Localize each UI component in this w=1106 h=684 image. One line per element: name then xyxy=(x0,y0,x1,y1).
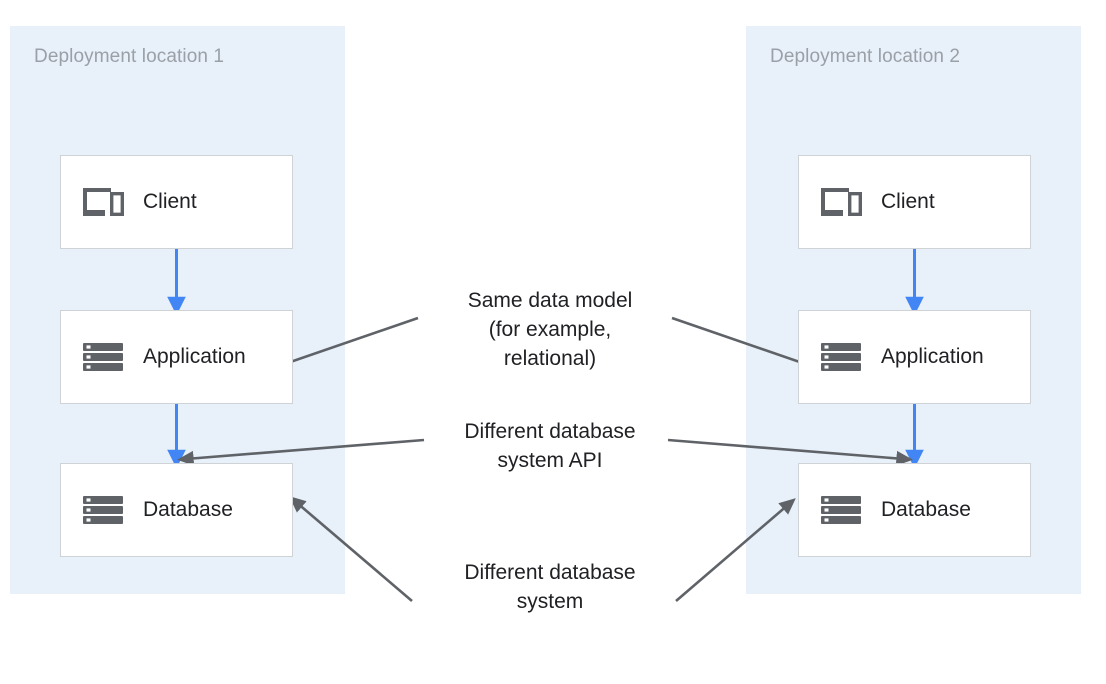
node-application-1[interactable]: Application xyxy=(60,310,293,404)
node-client-1-label: Client xyxy=(143,190,197,213)
annotation-line: system xyxy=(516,590,584,613)
annotation-line: system API xyxy=(497,449,603,472)
zone-2-title: Deployment location 2 xyxy=(770,46,961,67)
node-client-2[interactable]: Client xyxy=(798,155,1031,249)
devices-icon xyxy=(83,188,124,216)
annotation-line: (for example, xyxy=(488,318,612,341)
server-stack-icon xyxy=(821,496,861,524)
server-stack-icon xyxy=(83,496,123,524)
node-application-1-label: Application xyxy=(143,345,246,368)
zone-1-title: Deployment location 1 xyxy=(34,46,225,67)
server-stack-icon xyxy=(821,343,861,371)
annotation-line: relational) xyxy=(503,347,597,370)
node-application-2[interactable]: Application xyxy=(798,310,1031,404)
node-database-1[interactable]: Database xyxy=(60,463,293,557)
annotation-line: Different database xyxy=(464,420,636,443)
annotation-line: Same data model xyxy=(467,289,633,312)
node-client-1[interactable]: Client xyxy=(60,155,293,249)
node-database-1-label: Database xyxy=(143,498,233,521)
annotation-different-database-system: Different database system xyxy=(410,558,690,616)
devices-icon xyxy=(821,188,862,216)
node-database-2[interactable]: Database xyxy=(798,463,1031,557)
annotation-same-data-model: Same data model (for example, relational… xyxy=(410,286,690,373)
annotation-different-database-system-api: Different database system API xyxy=(410,417,690,475)
node-application-2-label: Application xyxy=(881,345,984,368)
node-database-2-label: Database xyxy=(881,498,971,521)
node-client-2-label: Client xyxy=(881,190,935,213)
annotation-line: Different database xyxy=(464,561,636,584)
server-stack-icon xyxy=(83,343,123,371)
